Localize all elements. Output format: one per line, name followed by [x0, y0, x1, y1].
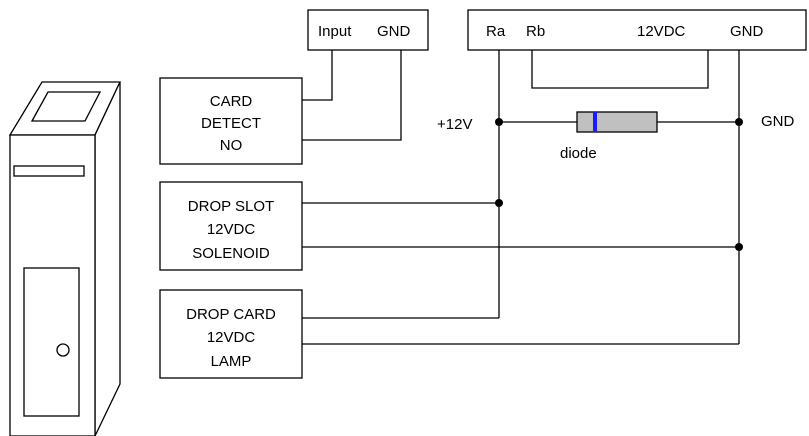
power-terminal-label: 12VDC	[637, 23, 686, 40]
diode-component	[576, 111, 658, 133]
input-connector-box	[307, 9, 429, 51]
dispenser-display-slot	[30, 91, 102, 122]
input-gnd-terminal-label: GND	[377, 23, 411, 40]
diode-label: diode	[560, 145, 597, 162]
drop-slot-line3: SOLENOID	[192, 245, 270, 262]
dispenser-card-slot	[13, 165, 85, 177]
junction-gnd-drop-slot	[735, 243, 743, 251]
input-connector: Input GND	[307, 9, 429, 51]
input-terminal-label: Input	[318, 23, 352, 40]
wire-card-detect-gnd	[302, 50, 402, 141]
drop-card-line3: LAMP	[211, 353, 252, 370]
card-detect-line2: DETECT	[201, 115, 261, 132]
drop-card-line2: 12VDC	[207, 329, 256, 346]
gnd-terminal-label: GND	[730, 23, 764, 40]
drop-slot-line2: 12VDC	[207, 221, 256, 238]
junction-12v-drop-slot	[495, 199, 503, 207]
rb-terminal-label: Rb	[526, 23, 545, 40]
drop-slot-line1: DROP SLOT	[188, 198, 274, 215]
dispenser-side-face	[94, 81, 121, 436]
card-detect-outline	[159, 77, 303, 165]
card-detect-box: CARD DETECT NO	[159, 77, 303, 165]
diode-body	[576, 111, 658, 133]
dispenser-lock	[56, 343, 70, 357]
relay-connector: Ra Rb 12VDC GND	[467, 9, 807, 51]
junction-12v-diode	[495, 118, 503, 126]
card-detect-line1: CARD	[210, 93, 253, 110]
card-dispenser-device	[8, 81, 122, 436]
drop-card-outline	[159, 289, 303, 379]
relay-connector-box	[467, 9, 807, 51]
drop-card-box: DROP CARD 12VDC LAMP	[159, 289, 303, 379]
card-detect-line3: NO	[220, 137, 243, 154]
gnd-rail-label: GND	[761, 113, 795, 130]
dispenser-door	[23, 267, 80, 417]
drop-slot-outline	[159, 181, 303, 271]
junction-gnd-diode	[735, 118, 743, 126]
plus12v-label: +12V	[437, 116, 472, 133]
drop-card-line1: DROP CARD	[186, 306, 276, 323]
ra-terminal-label: Ra	[486, 23, 506, 40]
wire-rb-12vdc-jumper	[531, 50, 709, 89]
drop-slot-box: DROP SLOT 12VDC SOLENOID	[159, 181, 303, 271]
diode-cathode-band	[593, 112, 597, 132]
wire-card-detect-input	[302, 50, 333, 101]
